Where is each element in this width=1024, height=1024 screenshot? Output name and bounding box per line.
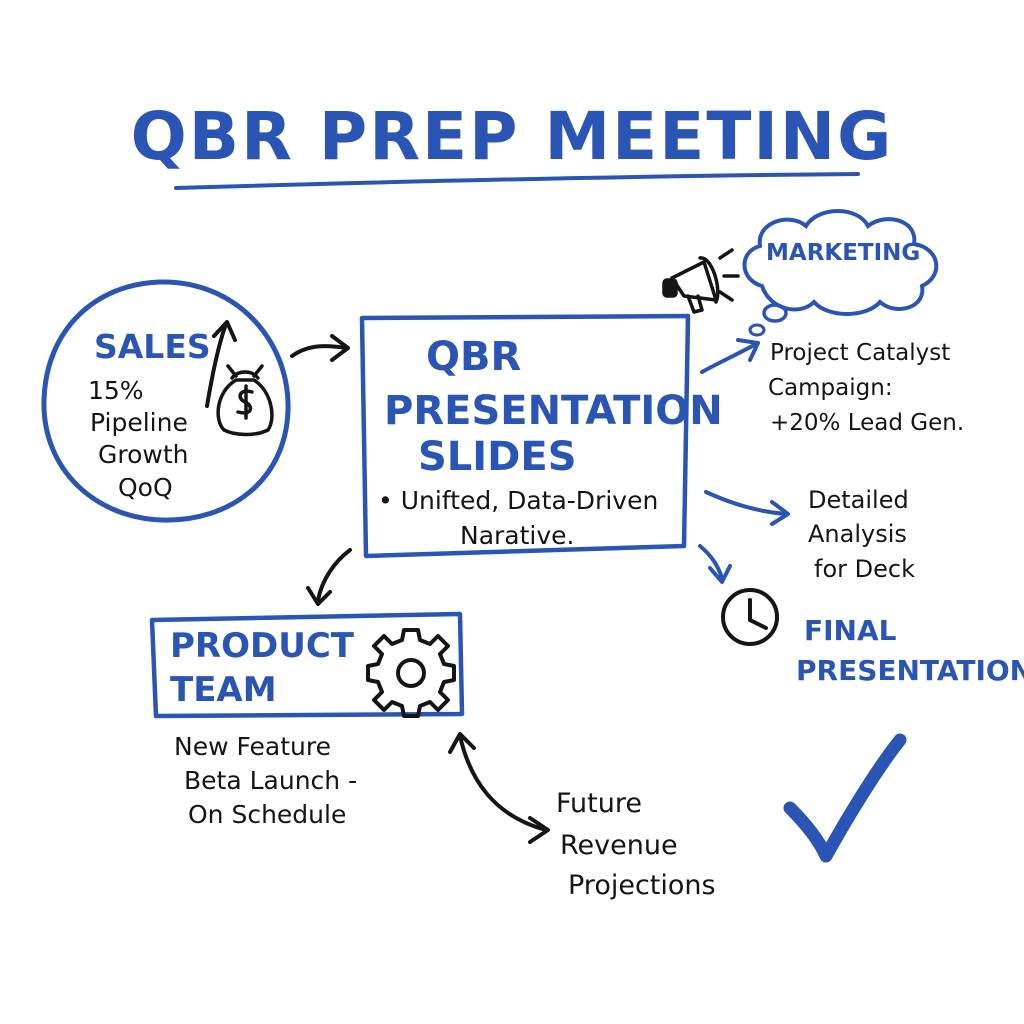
- sales-heading: SALES: [94, 327, 211, 366]
- presentation-heading-line-3: SLIDES: [418, 434, 577, 480]
- arrow-slides-to-analysis: [704, 490, 790, 526]
- title-underline: [174, 172, 860, 190]
- gear-icon: [366, 628, 456, 718]
- revenue-line-3: Projections: [568, 870, 716, 901]
- arrow-slides-to-marketing: [700, 338, 760, 374]
- arrow-slides-to-product: [306, 548, 352, 606]
- checkmark-icon: [783, 733, 907, 863]
- arrow-product-to-revenue: [448, 732, 550, 844]
- product-heading-line-2: TEAM: [170, 670, 277, 710]
- analysis-line-3: for Deck: [814, 555, 915, 583]
- final-line-1: FINAL: [804, 614, 897, 647]
- sales-circle: [41, 279, 291, 523]
- product-box: [149, 611, 465, 719]
- marketing-note-line-3: +20% Lead Gen.: [770, 410, 965, 436]
- sales-line-3: Growth: [98, 440, 189, 469]
- thought-bubble-small: [748, 323, 766, 337]
- product-heading-line-1: PRODUCT: [170, 626, 354, 666]
- presentation-bullet-line-2: Narative.: [460, 521, 575, 550]
- analysis-line-2: Analysis: [808, 520, 907, 548]
- growth-arrow: [205, 320, 237, 408]
- revenue-line-1: Future: [556, 788, 642, 819]
- sales-line-2: Pipeline: [90, 408, 188, 437]
- final-line-2: PRESENTATION: [796, 654, 1024, 687]
- arrow-slides-to-final: [698, 544, 732, 584]
- marketing-note-line-2: Campaign:: [768, 375, 893, 401]
- money-bag-icon: [216, 364, 274, 437]
- product-note-line-2: Beta Launch -: [184, 766, 358, 795]
- megaphone-icon: [662, 248, 740, 314]
- sales-line-4: QoQ: [118, 473, 173, 502]
- product-note-line-3: On Schedule: [188, 800, 347, 829]
- arrow-sales-to-slides: [290, 334, 350, 362]
- presentation-box: [359, 313, 691, 559]
- analysis-line-1: Detailed: [808, 486, 909, 514]
- marketing-heading: MARKETING: [766, 240, 921, 266]
- presentation-heading-line-2: PRESENTATION: [384, 388, 723, 434]
- sales-line-1: 15%: [88, 376, 144, 405]
- marketing-cloud: [742, 209, 939, 316]
- product-note-line-1: New Feature: [174, 732, 331, 761]
- thought-bubble-large: [762, 303, 788, 323]
- presentation-heading-line-1: QBR: [426, 334, 522, 380]
- page-title: QBR PREP MEETING: [130, 98, 894, 175]
- presentation-bullet-line-1: • Unifted, Data-Driven: [378, 486, 659, 515]
- marketing-note-line-1: Project Catalyst: [770, 340, 951, 366]
- clock-icon: [721, 588, 779, 646]
- revenue-line-2: Revenue: [560, 830, 678, 861]
